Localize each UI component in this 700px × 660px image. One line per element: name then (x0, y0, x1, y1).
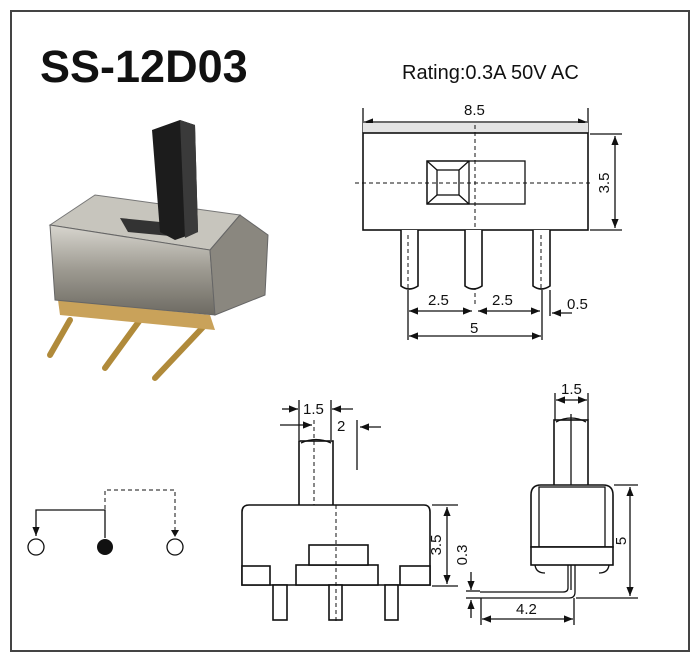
top-view-drawing (355, 108, 622, 340)
dim-lead-length: 4.2 (516, 601, 537, 618)
product-photo (47, 120, 269, 381)
datasheet-border (10, 10, 690, 652)
dim-pin-span: 5 (470, 320, 478, 337)
dim-height: 3.5 (596, 173, 613, 194)
terminal-circle-left (27, 538, 45, 556)
terminal-circle-common (97, 539, 113, 555)
dim-pitch-right: 2.5 (492, 292, 513, 309)
dim-lead-thickness: 0.3 (454, 545, 471, 566)
switch-schematic (27, 489, 184, 556)
rating-label: Rating:0.3A 50V AC (402, 62, 579, 84)
dim-width: 8.5 (464, 102, 485, 119)
dim-actuator-width: 1.5 (303, 401, 324, 418)
dim-pin-width: 0.5 (567, 296, 588, 313)
dim-pitch-left: 2.5 (428, 292, 449, 309)
product-title: SS-12D03 (40, 41, 248, 92)
dim-side-actuator-width: 1.5 (561, 381, 582, 398)
dim-total-height: 5 (613, 537, 630, 545)
dim-actuator-travel: 2 (337, 418, 345, 435)
dim-body-height: 3.5 (428, 535, 445, 556)
front-view-drawing (241, 400, 458, 622)
terminal-circle-right (166, 538, 184, 556)
side-view-drawing (466, 393, 638, 625)
